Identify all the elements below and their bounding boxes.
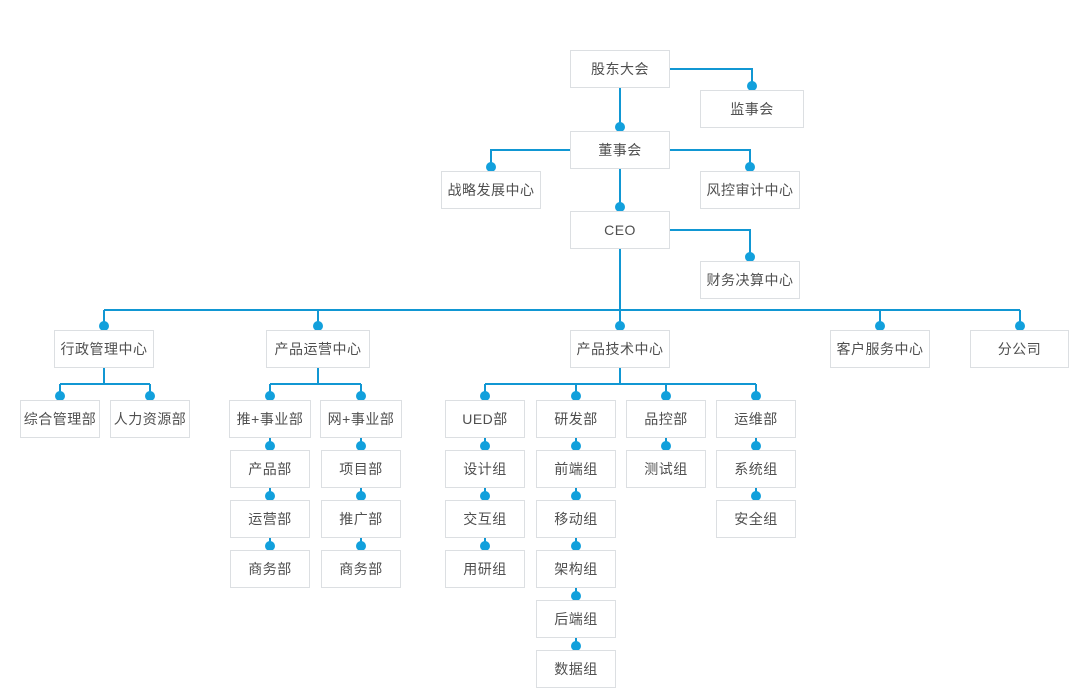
org-node-qc: 品控部 — [626, 400, 706, 438]
org-node-testing-team: 测试组 — [626, 450, 706, 488]
org-node-operation-dept: 运营部 — [230, 500, 310, 538]
org-node-ued: UED部 — [445, 400, 525, 438]
org-node-project-dept: 项目部 — [321, 450, 401, 488]
org-node-strategy: 战略发展中心 — [441, 171, 541, 209]
org-node-maintenance: 运维部 — [716, 400, 796, 438]
org-node-tui-division: 推+事业部 — [229, 400, 311, 438]
org-node-frontend-team: 前端组 — [536, 450, 616, 488]
org-node-product-ops-center: 产品运营中心 — [266, 330, 370, 368]
connector-ceo-finance — [670, 229, 751, 257]
connector-board-riskaudit — [670, 149, 751, 167]
org-node-research-team: 用研组 — [445, 550, 525, 588]
org-node-security-team: 安全组 — [716, 500, 796, 538]
org-node-shareholders: 股东大会 — [570, 50, 670, 88]
org-node-architecture-team: 架构组 — [536, 550, 616, 588]
org-node-business-dept-wang: 商务部 — [321, 550, 401, 588]
org-node-data-team: 数据组 — [536, 650, 616, 688]
connector-admin-branch — [59, 368, 151, 396]
org-node-promotion-dept: 推广部 — [321, 500, 401, 538]
junction-dots — [55, 81, 1025, 651]
org-node-risk-audit: 风控审计中心 — [700, 171, 800, 209]
connector-board-strategy — [490, 149, 570, 167]
org-node-backend-team: 后端组 — [536, 600, 616, 638]
connector-shareholders-supervisory — [670, 68, 753, 86]
org-node-board: 董事会 — [570, 131, 670, 169]
connector-product-ops-branch — [269, 368, 362, 396]
org-node-product-tech-center: 产品技术中心 — [570, 330, 670, 368]
org-node-business-dept-tui: 商务部 — [230, 550, 310, 588]
org-node-supervisory: 监事会 — [700, 90, 804, 128]
org-node-rnd: 研发部 — [536, 400, 616, 438]
org-node-finance: 财务决算中心 — [700, 261, 800, 299]
org-node-wang-division: 网+事业部 — [320, 400, 402, 438]
connector-product-tech-branch — [484, 368, 757, 396]
org-node-system-team: 系统组 — [716, 450, 796, 488]
org-node-ceo: CEO — [570, 211, 670, 249]
org-node-branch-company: 分公司 — [970, 330, 1069, 368]
org-node-customer-service-center: 客户服务中心 — [830, 330, 930, 368]
org-node-mobile-team: 移动组 — [536, 500, 616, 538]
org-node-interaction-team: 交互组 — [445, 500, 525, 538]
org-node-product-dept: 产品部 — [230, 450, 310, 488]
org-node-general-admin: 综合管理部 — [20, 400, 100, 438]
org-node-hr: 人力资源部 — [110, 400, 190, 438]
org-node-admin-center: 行政管理中心 — [54, 330, 154, 368]
org-node-design-team: 设计组 — [445, 450, 525, 488]
